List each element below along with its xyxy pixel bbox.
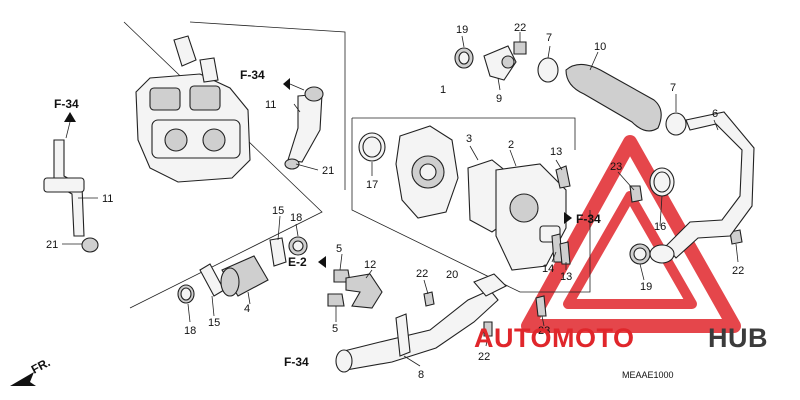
hose-clamp-top <box>537 57 559 83</box>
ref-f34-left: F-34 <box>54 97 79 111</box>
water-pipe-12 <box>345 273 383 309</box>
callout-4: 4 <box>244 303 250 315</box>
callout-6: 6 <box>712 108 718 120</box>
callout-16: 16 <box>654 221 666 233</box>
bypass-pipe <box>649 111 755 264</box>
hose-band-15-lower <box>199 263 225 297</box>
callout-11-left: 11 <box>102 193 113 205</box>
callout-7-lower: 7 <box>670 82 676 94</box>
callout-1: 1 <box>440 84 446 96</box>
inlet-pipe-left <box>43 139 99 253</box>
clip-5-lower <box>327 293 345 307</box>
callout-23-upper: 23 <box>610 161 622 173</box>
callout-7-upper: 7 <box>546 32 552 44</box>
callout-19-upper: 19 <box>456 24 468 36</box>
callout-13-upper: 13 <box>550 146 562 158</box>
callout-22-bottom: 22 <box>478 351 490 363</box>
watermark-text: AUTOMOTO HUB <box>474 323 768 353</box>
callout-18-lower: 18 <box>184 325 196 337</box>
callout-9: 9 <box>496 93 502 105</box>
callout-21-left: 21 <box>46 239 58 251</box>
callout-19-lower: 19 <box>640 281 652 293</box>
ref-f34-top: F-34 <box>240 68 265 82</box>
water-hose-4 <box>220 255 269 297</box>
diagram-code: MEAAE1000 <box>622 370 674 380</box>
callout-22-middle: 22 <box>416 268 428 280</box>
callout-20: 20 <box>446 269 458 281</box>
watermark-hub: HUB <box>708 323 768 353</box>
callout-3: 3 <box>466 133 472 145</box>
callout-14: 14 <box>542 263 554 275</box>
callout-21-upper: 21 <box>322 165 334 177</box>
water-pipe-8 <box>335 289 499 373</box>
callout-23-lower: 23 <box>538 325 550 337</box>
callout-11-upper: 11 <box>265 99 276 111</box>
callout-5-upper: 5 <box>336 243 342 255</box>
callout-22-right: 22 <box>732 265 744 277</box>
callout-8: 8 <box>418 369 424 381</box>
callout-5-lower: 5 <box>332 323 338 335</box>
water-pump <box>395 125 459 219</box>
ref-f34-right: F-34 <box>576 212 601 226</box>
ref-e2: E-2 <box>288 255 307 269</box>
callout-12: 12 <box>364 259 376 271</box>
callouts: 1 2 3 4 5 5 6 7 7 8 9 10 11 11 12 13 13 … <box>46 22 744 381</box>
bolts <box>423 41 743 317</box>
callout-13-lower: 13 <box>560 271 572 283</box>
callout-10: 10 <box>594 41 606 53</box>
callout-15-upper: 15 <box>272 205 284 217</box>
leader-lines <box>62 32 739 367</box>
bolt-22-lower <box>483 321 493 337</box>
hose-clamp-lower <box>665 112 687 136</box>
callout-2: 2 <box>508 139 514 151</box>
thermostat-connector <box>284 86 324 170</box>
water-joint <box>483 45 517 81</box>
water-hose-10 <box>565 63 662 132</box>
callout-18-upper: 18 <box>290 212 302 224</box>
callout-22-top: 22 <box>514 22 526 34</box>
arrows <box>10 78 572 386</box>
callout-17: 17 <box>366 179 378 191</box>
callout-15-lower: 15 <box>208 317 220 329</box>
gasket-20 <box>473 273 507 297</box>
watermark-automoto: AUTOMOTO <box>474 323 635 353</box>
engine-block <box>135 35 251 183</box>
pump-assembly-frame <box>351 117 591 293</box>
hose-band-15-upper <box>269 237 287 267</box>
ref-f34-bottom: F-34 <box>284 355 309 369</box>
